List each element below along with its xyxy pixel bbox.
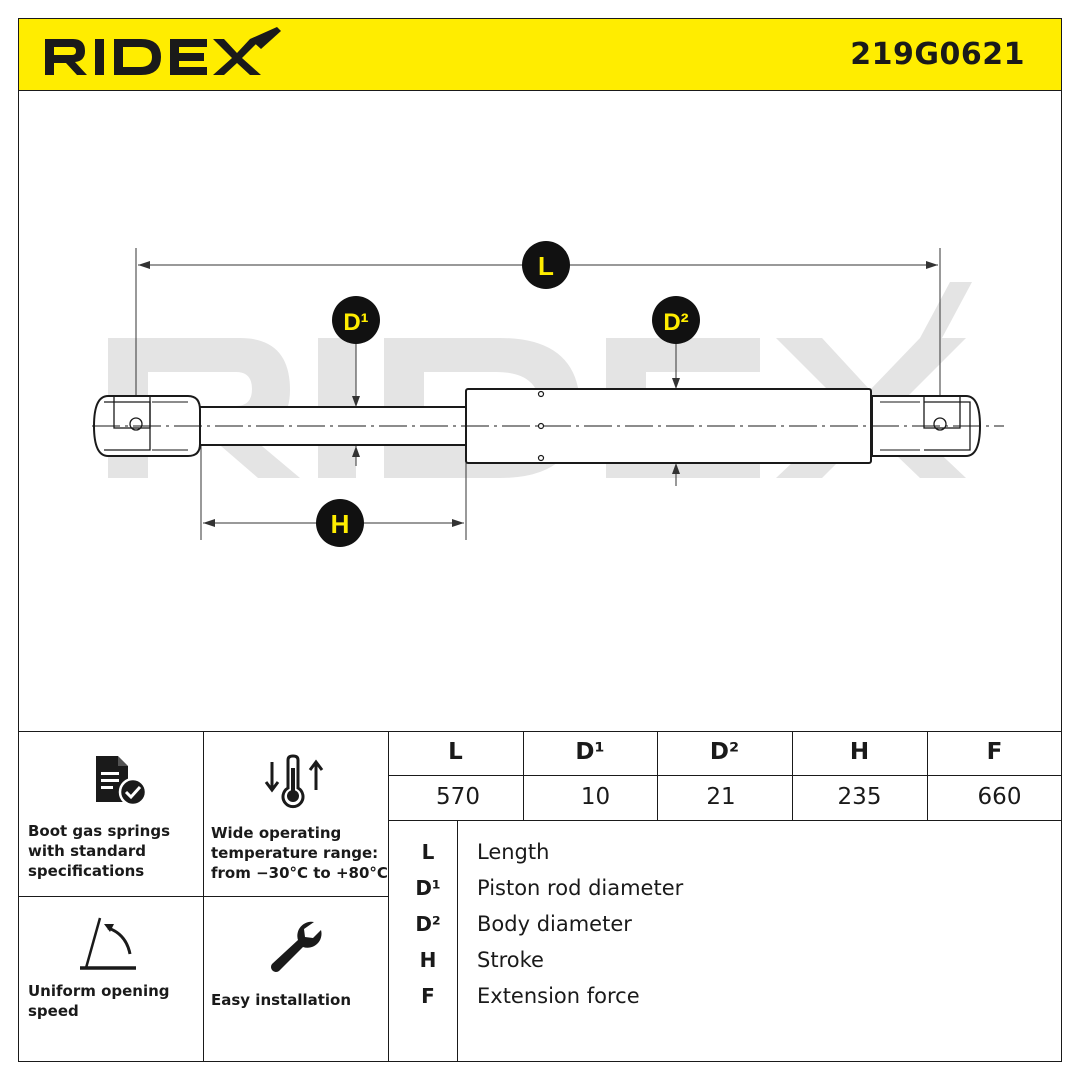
svg-text:D²: D²: [663, 309, 688, 336]
legend-symbol: F: [421, 984, 435, 1008]
feature-text: Boot gas springs with standard specifica…: [28, 822, 170, 880]
table-value-cell: 570: [436, 784, 480, 810]
header-bar: 219G0621: [18, 18, 1062, 91]
table-header-cell: F: [986, 739, 1003, 765]
svg-text:H: H: [331, 509, 350, 539]
table-value-cell: 10: [580, 784, 611, 810]
legend-label: Stroke: [477, 948, 544, 972]
table-value-cell: 235: [837, 784, 882, 810]
thermometer-arrows-icon: [264, 754, 324, 809]
feature-text: Easy installation: [211, 991, 352, 1009]
callout-d2: D²: [652, 296, 700, 344]
legend-label: Piston rod diameter: [477, 876, 684, 900]
wrench-icon: [271, 921, 322, 972]
legend-symbol: H: [419, 948, 437, 972]
legend-symbol: D²: [415, 912, 441, 936]
legend-symbol: D¹: [415, 876, 441, 900]
feature-text: Uniform opening speed: [28, 982, 170, 1020]
legend-divider: [457, 820, 458, 1062]
table-bottom-divider: [388, 820, 1062, 821]
table-header-cell: L: [448, 739, 463, 765]
table-col-divider: [927, 731, 928, 820]
legend-label: Extension force: [477, 984, 640, 1008]
brand-logo: [45, 27, 281, 75]
table-header-divider: [388, 775, 1062, 776]
table-header-cell: D¹: [575, 739, 605, 765]
callout-l: L: [522, 241, 570, 289]
bottom-divider: [18, 731, 1062, 732]
svg-text:D¹: D¹: [343, 309, 368, 336]
legend-label: Body diameter: [477, 912, 632, 936]
table-header-cell: D²: [709, 739, 740, 765]
callout-d1: D¹: [332, 296, 380, 344]
part-number: 219G0621: [850, 37, 1025, 72]
document-check-icon: [96, 756, 148, 807]
feature-text: Wide operating temperature range: from −…: [211, 824, 388, 882]
table-value-cell: 660: [977, 784, 1022, 810]
legend-symbol: L: [421, 840, 435, 864]
feature-row-divider: [18, 896, 388, 897]
callout-h: H: [316, 499, 364, 547]
svg-text:L: L: [538, 251, 554, 281]
opening-angle-icon: [80, 917, 136, 970]
table-value-cell: 21: [706, 784, 736, 810]
feature-col-divider-2: [388, 731, 389, 1062]
table-col-divider: [523, 731, 524, 820]
table-col-divider: [657, 731, 658, 820]
table-header-cell: H: [849, 739, 870, 765]
legend-label: Length: [477, 840, 550, 864]
table-col-divider: [792, 731, 793, 820]
